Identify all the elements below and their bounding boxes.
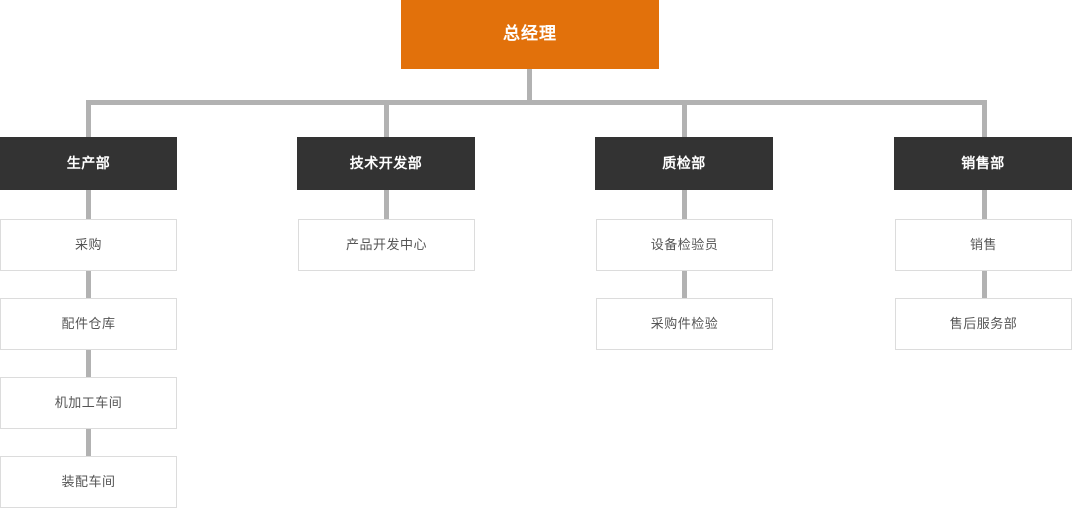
org-node-leaf-product-development-center[interactable]: 产品开发中心	[298, 219, 475, 271]
org-node-dept-technology-development[interactable]: 技术开发部	[297, 137, 475, 190]
org-node-label: 质检部	[662, 155, 706, 172]
org-node-dept-production[interactable]: 生产部	[0, 137, 177, 190]
connector-production-1-to-2	[86, 271, 91, 298]
connector-root-stem	[527, 69, 532, 100]
connector-level1-bus	[86, 100, 987, 105]
org-node-label: 配件仓库	[61, 316, 116, 332]
org-node-leaf-procurement[interactable]: 采购	[0, 219, 177, 271]
org-node-leaf-equipment-inspector[interactable]: 设备检验员	[596, 219, 773, 271]
org-node-leaf-assembly-workshop[interactable]: 装配车间	[0, 456, 177, 508]
org-node-label: 采购	[74, 237, 102, 253]
connector-quality-1-to-2	[682, 271, 687, 298]
org-node-leaf-parts-warehouse[interactable]: 配件仓库	[0, 298, 177, 350]
org-node-label: 产品开发中心	[345, 237, 427, 253]
connector-drop-quality	[682, 100, 687, 137]
org-node-root-general-manager[interactable]: 总经理	[401, 0, 659, 69]
connector-drop-sales	[982, 100, 987, 137]
connector-production-to-1	[86, 190, 91, 219]
org-node-label: 销售	[969, 237, 997, 253]
connector-quality-to-1	[682, 190, 687, 219]
connector-production-3-to-4	[86, 429, 91, 456]
connector-tech-to-1	[384, 190, 389, 219]
connector-drop-production	[86, 100, 91, 137]
org-node-dept-quality-inspection[interactable]: 质检部	[595, 137, 773, 190]
org-node-leaf-purchased-parts-inspection[interactable]: 采购件检验	[596, 298, 773, 350]
org-node-label: 采购件检验	[650, 316, 719, 332]
connector-sales-1-to-2	[982, 271, 987, 298]
org-node-label: 总经理	[503, 24, 557, 44]
org-node-label: 生产部	[66, 155, 111, 172]
connector-sales-to-1	[982, 190, 987, 219]
org-node-leaf-after-sales-service[interactable]: 售后服务部	[895, 298, 1072, 350]
org-node-label: 销售部	[961, 155, 1005, 172]
org-node-label: 装配车间	[61, 474, 116, 490]
connector-production-2-to-3	[86, 350, 91, 377]
org-node-label: 售后服务部	[949, 316, 1018, 332]
org-node-label: 机加工车间	[54, 395, 123, 411]
org-node-label: 技术开发部	[349, 155, 423, 172]
org-node-leaf-sales[interactable]: 销售	[895, 219, 1072, 271]
connector-drop-tech	[384, 100, 389, 137]
org-node-label: 设备检验员	[650, 237, 719, 253]
org-node-leaf-machining-workshop[interactable]: 机加工车间	[0, 377, 177, 429]
org-node-dept-sales[interactable]: 销售部	[894, 137, 1072, 190]
